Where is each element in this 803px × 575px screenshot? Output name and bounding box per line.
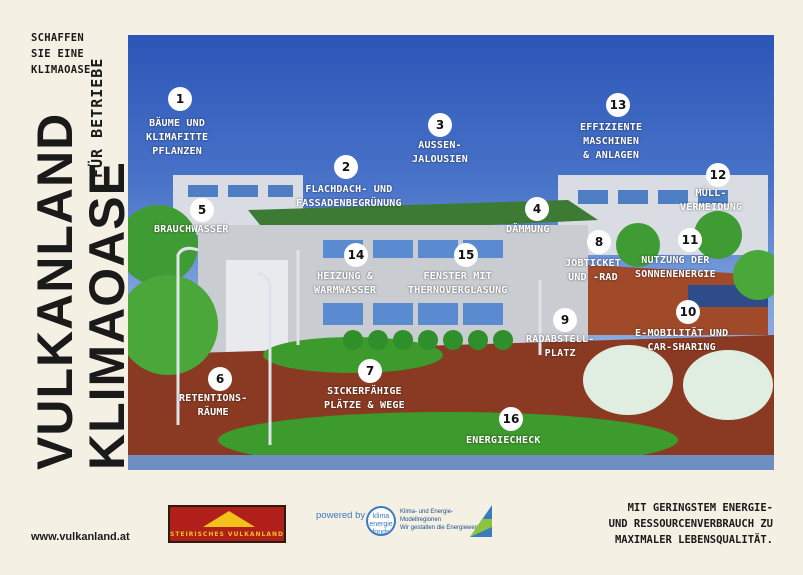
item-11-label: NUTZUNG DER SONNENENERGIE [635, 255, 716, 280]
item-11-number: 11 [678, 228, 702, 252]
item-8-label: JOBTICKET UND -RAD [565, 258, 621, 283]
powered-by-text: powered by [316, 510, 366, 521]
item-13-number: 13 [606, 93, 630, 117]
tree-right-3 [733, 250, 774, 300]
item-2-label: FLACHDACH- UND FASSADENBEGRÜNUNG [296, 184, 402, 209]
item-9-number: 9 [553, 308, 577, 332]
item-6-label: RETENTIONS- RÄUME [179, 393, 248, 418]
item-4-label: DÄMMUNG [506, 224, 550, 235]
item-12-label: MÜLL- VERMEIDUNG [680, 188, 743, 213]
item-3-number: 3 [428, 113, 452, 137]
vertical-tag-betriebe: FÜR BETRIEBE [88, 57, 106, 178]
bush-white-2 [683, 350, 773, 420]
item-16-number: 16 [499, 407, 523, 431]
item-14-number: 14 [344, 243, 368, 267]
item-16-label: ENERGIECHECK [466, 435, 541, 446]
item-15-number: 15 [454, 243, 478, 267]
water-strip [128, 455, 774, 470]
street-lamps [176, 246, 542, 445]
item-15-label: FENSTER MIT THERNOVERGLASUNG [408, 271, 508, 296]
carport [588, 265, 768, 335]
corner-headline: SCHAFFEN SIE EINE KLIMAOASE [31, 30, 101, 78]
kem-icon [470, 505, 492, 537]
tree-right-2 [694, 211, 742, 259]
item-4-number: 4 [525, 197, 549, 221]
hedge-row [343, 330, 513, 350]
item-1-number: 1 [168, 87, 192, 111]
tree-right-1 [616, 223, 660, 267]
item-14-label: HEIZUNG & WARMWASSER [314, 271, 377, 296]
back-windows [188, 185, 728, 204]
corner-line-2: SIE EINE [31, 48, 84, 60]
vertical-title-klimaoase: KLIMAOASE [79, 161, 135, 470]
item-6-number: 6 [208, 367, 232, 391]
slogan-line-1: MIT GERINGSTEM ENERGIE- [627, 502, 773, 514]
bush-white-1 [583, 345, 673, 415]
steirisches-vulkanland-logo: STEIRISCHES VULKANLAND [168, 505, 286, 543]
corner-line-3: KLIMAOASE [31, 64, 91, 76]
corner-line-1: SCHAFFEN [31, 32, 84, 44]
tree-left-2 [128, 275, 218, 375]
item-12-number: 12 [706, 163, 730, 187]
item-5-label: BRAUCHWASSER [154, 224, 229, 235]
garage-door [226, 260, 288, 355]
logo-text: STEIRISCHES VULKANLAND [170, 531, 284, 538]
item-10-number: 10 [676, 300, 700, 324]
illustration-scene: 1 BÄUME UND KLIMAFITTE PFLANZEN 2 FLACHD… [128, 35, 774, 470]
footer-slogan: MIT GERINGSTEM ENERGIE- UND RESSOURCENVE… [609, 500, 773, 548]
item-7-label: SICKERFÄHIGE PLÄTZE & WEGE [324, 386, 405, 411]
item-8-number: 8 [587, 230, 611, 254]
tree-left-1 [128, 205, 198, 285]
item-1-label: BÄUME UND KLIMAFITTE PFLANZEN [146, 118, 209, 157]
slogan-line-2: UND RESSOURCENVERBRAUCH ZU [608, 518, 773, 530]
item-13-label: EFFIZIENTE MASCHINEN & ANLAGEN [580, 122, 643, 161]
mountain-icon [203, 511, 255, 527]
item-10-label: E-MOBILITÄT UND CAR-SHARING [635, 328, 729, 353]
item-9-label: RADABSTELL- PLATZ [526, 334, 595, 359]
item-7-number: 7 [358, 359, 382, 383]
klima-energie-fonds-logo: klima energie fonds [366, 506, 396, 536]
kem-logo-text: Klima- und Energie- Modellregionen Wir g… [400, 509, 485, 531]
scene-drawing [128, 175, 774, 470]
vertical-title-vulkanland: VULKANLAND [27, 112, 83, 470]
website-link[interactable]: www.vulkanland.at [31, 531, 130, 543]
grass-front [218, 412, 678, 468]
item-3-label: AUSSEN- JALOUSIEN [412, 140, 468, 165]
item-2-number: 2 [334, 155, 358, 179]
item-5-number: 5 [190, 198, 214, 222]
slogan-line-3: MAXIMALER LEBENSQUALITÄT. [614, 534, 773, 546]
